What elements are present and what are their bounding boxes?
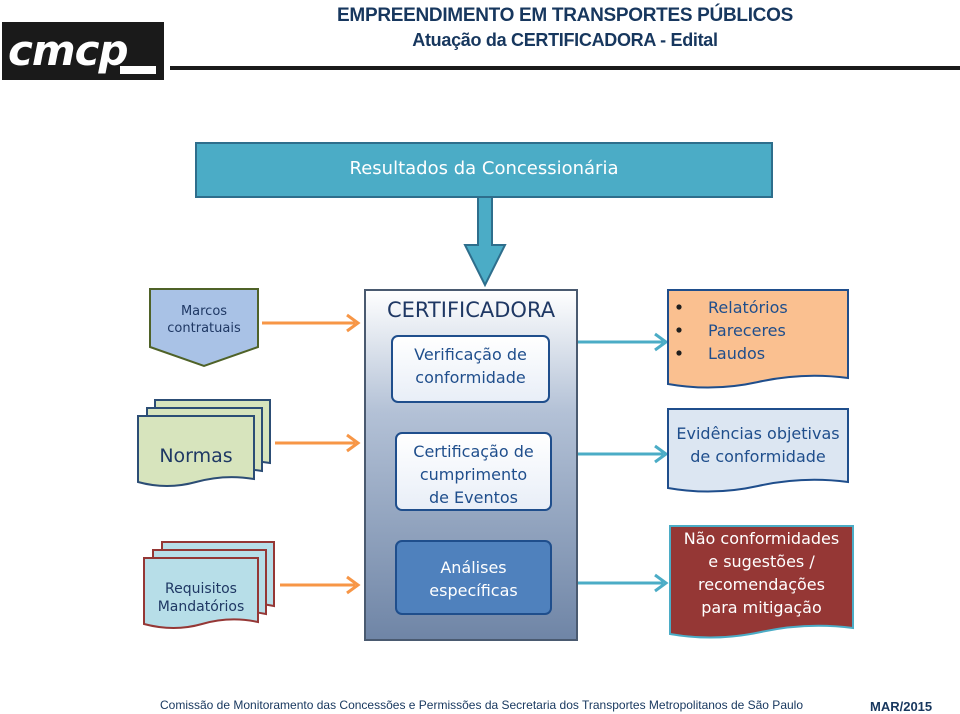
bullet-dot: [676, 327, 682, 333]
analises-box: [395, 540, 552, 615]
header-rule: [170, 66, 960, 70]
bullet-item: Laudos: [708, 344, 766, 363]
normas-label: Normas: [159, 445, 233, 467]
bullet-dot: [676, 304, 682, 310]
blue-arrow-1: [578, 332, 669, 352]
requisitos-line2: Mandatórios: [157, 599, 245, 615]
bullet-item: Pareceres: [708, 321, 786, 340]
nc-line1: Não conformidades: [683, 529, 840, 548]
certificadora-title: CERTIFICADORA: [386, 298, 556, 322]
evidencias-line1: Evidências objetivas: [676, 424, 840, 443]
bullet-dot: [676, 350, 682, 356]
requisitos-doc-front: [143, 557, 259, 629]
evidencias-line2: de conformidade: [690, 447, 826, 466]
cmcp-logo: cmcp: [2, 22, 164, 80]
certificacao-line1: Certificação de: [413, 442, 534, 461]
relatorios-doc: [667, 289, 849, 389]
certificacao-line3: de Eventos: [428, 488, 519, 507]
footer-text: Comissão de Monitoramento das Concessões…: [160, 698, 804, 712]
verificacao-label: Verificação de conformidade: [392, 343, 549, 389]
marcos-line2: contratuais: [167, 321, 241, 336]
requisitos-line1: Requisitos: [165, 581, 237, 597]
header-subtitle: Atuação da CERTIFICADORA - Edital: [412, 30, 718, 50]
analises-label: Análises específicas: [396, 556, 551, 602]
certificacao-label: Certificação de cumprimento de Eventos: [396, 440, 551, 509]
evidencias-doc: [667, 408, 849, 493]
requisitos-label: Requisitos Mandatórios: [144, 580, 258, 616]
analises-line1: Análises: [440, 558, 507, 577]
certificacao-line2: cumprimento: [419, 465, 528, 484]
bullets-label: Relatórios Pareceres Laudos: [708, 296, 838, 365]
blue-arrow-2: [578, 444, 669, 464]
marcos-label: Marcos contratuais: [150, 303, 258, 337]
down-arrow: [463, 196, 507, 288]
verificacao-box: [391, 335, 550, 403]
nc-doc: [669, 525, 854, 639]
nc-label: Não conformidades e sugestões / recomend…: [670, 527, 853, 619]
marcos-line1: Marcos: [180, 304, 228, 319]
header-title: EMPREENDIMENTO EM TRANSPORTES PÚBLICOS: [337, 5, 793, 26]
nc-line3: recomendações: [698, 575, 825, 594]
bullet-item: Relatórios: [708, 298, 788, 317]
evidencias-label: Evidências objetivas de conformidade: [668, 422, 848, 468]
marcos-shape: [149, 288, 259, 368]
resultados-label: Resultados da Concessionária: [349, 158, 619, 179]
nc-line4: para mitigação: [701, 598, 822, 617]
resultados-box: [195, 142, 773, 198]
verificacao-line1: Verificação de: [414, 345, 527, 364]
nc-line2: e sugestões /: [708, 552, 815, 571]
orange-arrow-1: [262, 313, 361, 333]
analises-line2: específicas: [429, 581, 518, 600]
blue-arrow-3: [578, 573, 669, 593]
logo-underscore: [120, 66, 156, 74]
logo-text: cmcp: [8, 26, 129, 75]
footer-date: MAR/2015: [870, 699, 933, 714]
normas-doc-front: [137, 415, 255, 487]
verificacao-line2: conformidade: [415, 368, 526, 387]
orange-arrow-3: [280, 575, 361, 595]
certificacao-box: [395, 432, 552, 511]
orange-arrow-2: [275, 433, 361, 453]
